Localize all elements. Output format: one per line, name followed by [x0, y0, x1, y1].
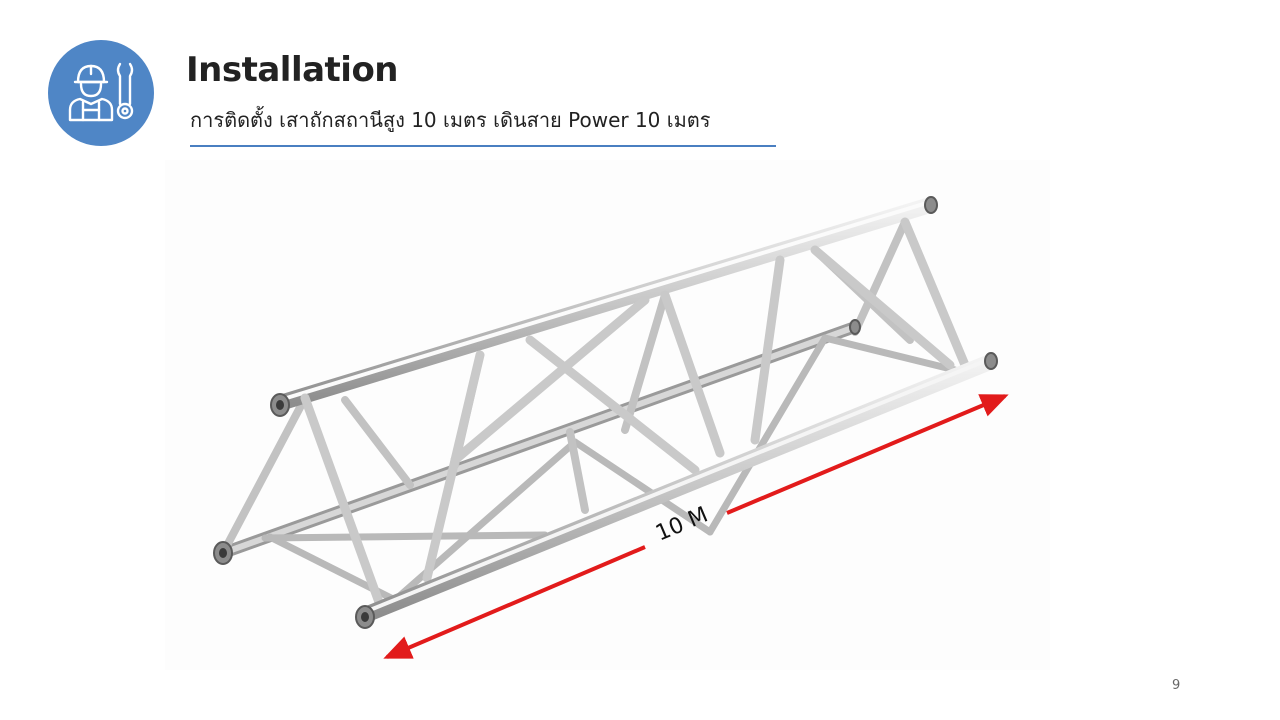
subtitle-underline	[190, 145, 776, 147]
page-number: 9	[1172, 678, 1181, 693]
slide-title: Installation	[186, 50, 399, 90]
worker-wrench-icon	[68, 62, 134, 122]
dimension-arrow-left	[383, 545, 646, 659]
truss-image	[165, 160, 1050, 670]
dimension-arrow-right	[726, 394, 1009, 515]
installation-icon-badge	[48, 40, 154, 146]
slide-subtitle: การติดตั้ง เสาถักสถานีสูง 10 เมตร เดินสา…	[190, 108, 711, 132]
